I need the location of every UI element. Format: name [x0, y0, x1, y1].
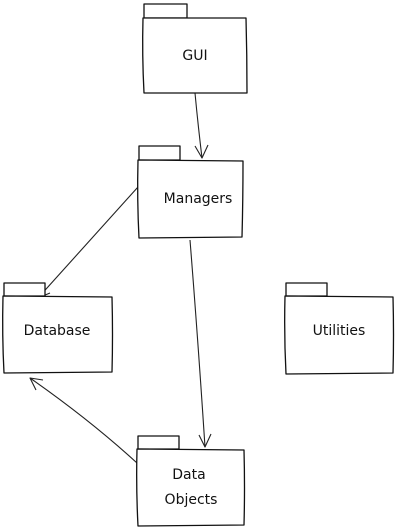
edge-managers-to-data-objects [189, 239, 212, 448]
edge-gui-to-managers [194, 92, 209, 159]
package-utilities: Utilities [284, 282, 395, 375]
package-data-objects-label-line2: Objects [165, 492, 218, 508]
package-gui-tab [143, 3, 188, 19]
package-utilities-body [284, 295, 395, 375]
package-gui: GUI [142, 3, 248, 94]
package-managers-label: Managers [164, 191, 233, 207]
package-managers-body [137, 159, 244, 239]
package-database-label: Database [24, 323, 91, 339]
package-data-objects-body [136, 448, 246, 527]
package-data-objects-tab [137, 435, 180, 450]
edge-data-objects-to-database [29, 377, 138, 464]
package-database-tab [3, 282, 46, 297]
package-managers-tab [138, 145, 181, 161]
edge-managers-to-database [37, 186, 139, 299]
package-utilities-tab [285, 282, 328, 297]
package-database-body [2, 295, 114, 374]
package-managers: Managers [137, 145, 244, 239]
package-data-objects-label-line1: Data [172, 467, 205, 483]
package-utilities-label: Utilities [313, 323, 366, 339]
package-database: Database [2, 282, 114, 374]
package-gui-label: GUI [182, 48, 207, 64]
package-data-objects: Data Objects [136, 435, 246, 527]
package-gui-body [142, 17, 248, 94]
